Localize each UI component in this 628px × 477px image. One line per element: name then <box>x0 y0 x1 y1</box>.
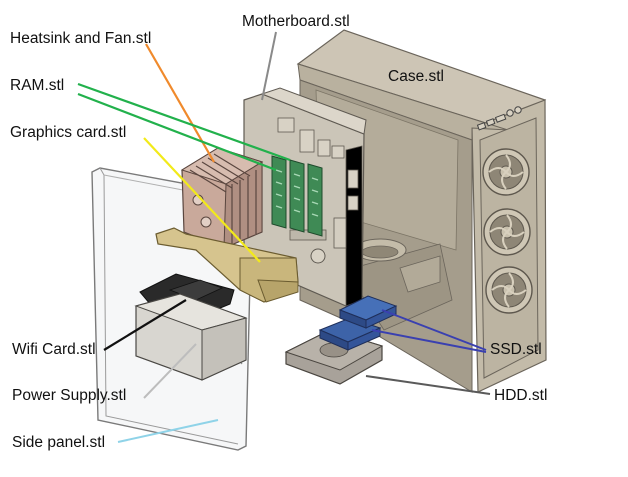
label-side-panel: Side panel.stl <box>12 434 106 451</box>
heatsink-part <box>180 147 264 249</box>
label-heatsink-and-fan: Heatsink and Fan.stl <box>10 30 152 47</box>
label-motherboard: Motherboard.stl <box>242 13 350 30</box>
graphics-card-part <box>155 227 299 303</box>
label-graphics-card: Graphics card.stl <box>10 124 127 141</box>
label-case: Case.stl <box>388 68 444 85</box>
leader-line-ssd-2 <box>371 329 487 353</box>
leader-line-ram-2 <box>77 92 277 172</box>
leader-line-heatsink <box>145 43 215 163</box>
leader-line-ram-1 <box>77 82 291 162</box>
leader-line-graphics <box>143 137 261 263</box>
case-fan-bottom <box>485 266 533 314</box>
leader-line-motherboard <box>261 31 277 101</box>
leader-line-wifi <box>103 299 187 351</box>
label-power-supply: Power Supply.stl <box>12 387 127 404</box>
leader-line-hdd <box>365 375 491 395</box>
case-fan-top <box>482 148 530 196</box>
label-wifi-card: Wifi Card.stl <box>12 341 96 358</box>
leader-lines <box>77 31 491 443</box>
label-hdd: HDD.stl <box>494 387 548 404</box>
leader-line-side-panel <box>117 419 219 443</box>
leader-line-ssd-1 <box>381 309 487 351</box>
ram-modules <box>271 155 323 237</box>
label-ram: RAM.stl <box>10 77 65 94</box>
leader-line-psu <box>143 343 197 399</box>
label-ssd: SSD.stl <box>490 341 542 358</box>
power-supply-part <box>134 293 248 381</box>
case-fan-middle <box>483 208 531 256</box>
